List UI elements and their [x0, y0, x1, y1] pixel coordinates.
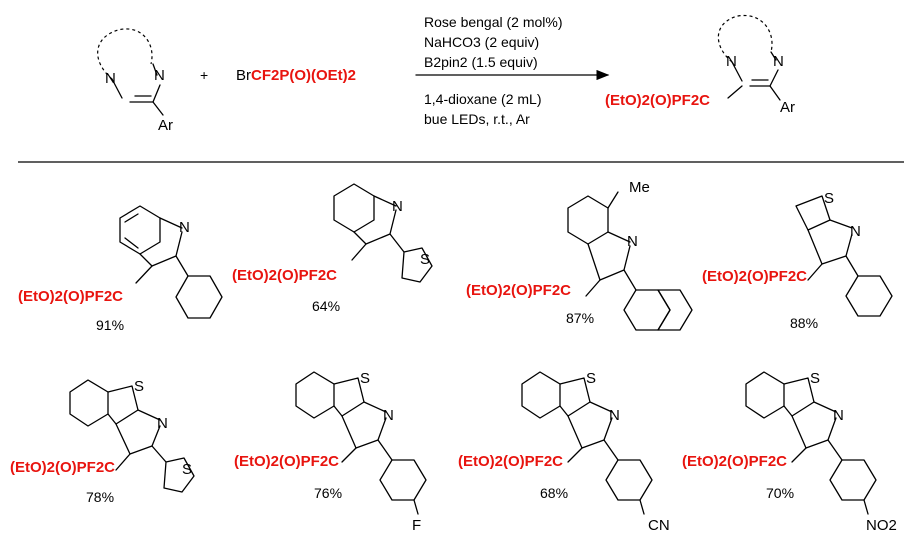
product-group-label: (EtO)2(O)PF2C	[702, 268, 807, 285]
compound-7: S N CN (EtO)2(O)PF2C 68%	[458, 370, 670, 533]
atom-s: S	[420, 251, 430, 268]
product-group-label: (EtO)2(O)PF2C	[682, 453, 787, 470]
atom-n: N	[157, 415, 168, 432]
compound-8: S N NO2 (EtO)2(O)PF2C 70%	[682, 370, 897, 533]
yield-label: 88%	[790, 315, 818, 331]
atom-n: N	[105, 70, 116, 87]
condition-line: bue LEDs, r.t., Ar	[424, 111, 530, 127]
compound-5: S N S (EtO)2(O)PF2C 78%	[10, 378, 195, 505]
substituent-no2: NO2	[866, 517, 897, 533]
atom-n: N	[392, 198, 403, 215]
reagent-prefix: Br	[236, 67, 251, 84]
atom-s: S	[824, 190, 834, 207]
compound-2: N S (EtO)2(O)PF2C 64%	[232, 183, 433, 314]
atom-n: N	[383, 407, 394, 424]
atom-s: S	[810, 370, 820, 387]
product-group-label: (EtO)2(O)PF2C	[18, 288, 123, 305]
yield-label: 64%	[312, 298, 340, 314]
starting-imidazole: N N Ar	[97, 28, 173, 134]
atom-n: N	[627, 233, 638, 250]
yield-label: 91%	[96, 317, 124, 333]
atom-s: S	[586, 370, 596, 387]
reagent-red: CF2P(O)(OEt)2	[251, 67, 356, 84]
compound-4: S N (EtO)2(O)PF2C 88%	[702, 190, 893, 331]
yield-label: 78%	[86, 489, 114, 505]
condition-line: Rose bengal (2 mol%)	[424, 14, 563, 30]
compound-1: N (EtO)2(O)PF2C 91%	[18, 205, 223, 333]
atom-n: N	[179, 219, 190, 236]
condition-line: 1,4-dioxane (2 mL)	[424, 91, 542, 107]
atom-s: S	[360, 370, 370, 387]
reaction-conditions: Rose bengal (2 mol%) NaHCO3 (2 equiv) B2…	[415, 14, 610, 127]
atom-n: N	[833, 407, 844, 424]
yield-label: 70%	[766, 485, 794, 501]
atom-ar: Ar	[158, 117, 173, 134]
atom-n: N	[726, 53, 737, 70]
yield-label: 76%	[314, 485, 342, 501]
reagent-label: BrCF2P(O)(OEt)2	[236, 67, 356, 84]
compound-6: S N F (EtO)2(O)PF2C 76%	[234, 370, 427, 533]
atom-n: N	[850, 223, 861, 240]
product-group-label: (EtO)2(O)PF2C	[466, 282, 571, 299]
product-group-label: (EtO)2(O)PF2C	[232, 267, 337, 284]
atom-n: N	[773, 53, 784, 70]
compound-3: Me N (EtO)2(O)PF2C 87%	[466, 179, 693, 331]
condition-line: B2pin2 (1.5 equiv)	[424, 54, 538, 70]
product-group-label: (EtO)2(O)PF2C	[605, 92, 710, 109]
yield-label: 87%	[566, 310, 594, 326]
atom-n: N	[609, 407, 620, 424]
product-group-label: (EtO)2(O)PF2C	[458, 453, 563, 470]
condition-line: NaHCO3 (2 equiv)	[424, 34, 539, 50]
substituent-cn: CN	[648, 517, 670, 533]
substituent-me: Me	[629, 179, 650, 196]
atom-s: S	[134, 378, 144, 395]
yield-label: 68%	[540, 485, 568, 501]
substituent-f: F	[412, 517, 421, 533]
product-group-label: (EtO)2(O)PF2C	[234, 453, 339, 470]
atom-n: N	[154, 67, 165, 84]
product-imidazole: N N Ar (EtO)2(O)PF2C	[605, 14, 795, 116]
atom-ar: Ar	[780, 99, 795, 116]
atom-s: S	[182, 461, 192, 478]
plus-sign: +	[200, 67, 208, 83]
product-group-label: (EtO)2(O)PF2C	[10, 459, 115, 476]
